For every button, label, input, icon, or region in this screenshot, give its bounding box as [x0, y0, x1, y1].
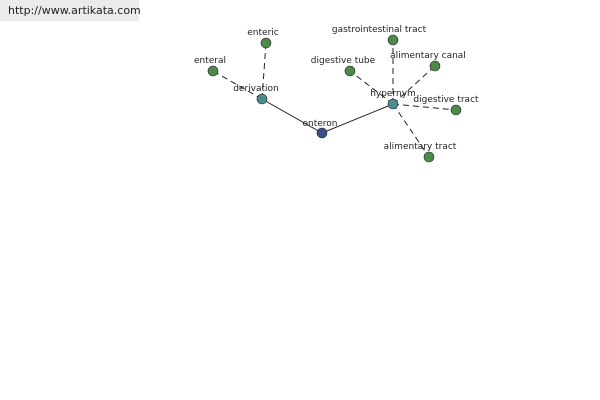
edge-root-hypernym	[321, 103, 394, 134]
nodes-layer: enteron derivation hypernym enteric ente…	[194, 25, 479, 163]
alimentary-tract-node-label: alimentary tract	[384, 142, 457, 152]
digestive-tube-node-label: digestive tube	[311, 56, 376, 66]
enteral-node-dot[interactable]	[207, 65, 219, 77]
enteral-node-label: enteral	[194, 56, 226, 66]
node-root[interactable]: enteron	[302, 119, 338, 139]
node-term-digestive-tube[interactable]: digestive tube	[311, 56, 376, 77]
node-term-gastrointestinal-tract[interactable]: gastrointestinal tract	[332, 25, 427, 46]
edge-root-derivation	[261, 98, 323, 134]
derivation-node-label: derivation	[233, 84, 279, 94]
alimentary-tract-node-dot[interactable]	[423, 151, 435, 163]
root-node-label: enteron	[302, 119, 337, 129]
derivation-node-dot[interactable]	[256, 93, 268, 105]
alimentary-canal-node-dot[interactable]	[429, 60, 441, 72]
edges-layer	[212, 40, 457, 158]
node-term-digestive-tract[interactable]: digestive tract	[413, 95, 479, 116]
edge-hypernym-digestive-tract	[392, 103, 457, 111]
digestive-tract-node-dot[interactable]	[450, 104, 462, 116]
alimentary-canal-node-label: alimentary canal	[390, 51, 466, 61]
gastrointestinal-tract-node-label: gastrointestinal tract	[332, 25, 427, 35]
edge-hypernym-alimentary-tract	[392, 103, 430, 158]
site-url-badge[interactable]: http://www.artikata.com	[0, 0, 141, 21]
node-term-alimentary-canal[interactable]: alimentary canal	[390, 51, 466, 72]
enteric-node-dot[interactable]	[260, 37, 272, 49]
node-term-alimentary-tract[interactable]: alimentary tract	[384, 142, 457, 163]
node-relation-derivation[interactable]: derivation	[233, 84, 279, 105]
node-term-enteric[interactable]: enteric	[247, 28, 279, 49]
digestive-tract-node-label: digestive tract	[413, 95, 479, 105]
gastrointestinal-tract-node-dot[interactable]	[387, 34, 399, 46]
edge-hypernym-digestive-tube	[349, 70, 394, 105]
enteric-node-label: enteric	[247, 28, 279, 38]
digestive-tube-node-dot[interactable]	[344, 65, 356, 77]
node-relation-hypernym[interactable]: hypernym	[370, 89, 416, 110]
node-term-enteral[interactable]: enteral	[194, 56, 226, 77]
hypernym-node-dot[interactable]	[387, 98, 399, 110]
hypernym-node-label: hypernym	[370, 89, 416, 99]
root-node-dot[interactable]	[316, 127, 328, 139]
